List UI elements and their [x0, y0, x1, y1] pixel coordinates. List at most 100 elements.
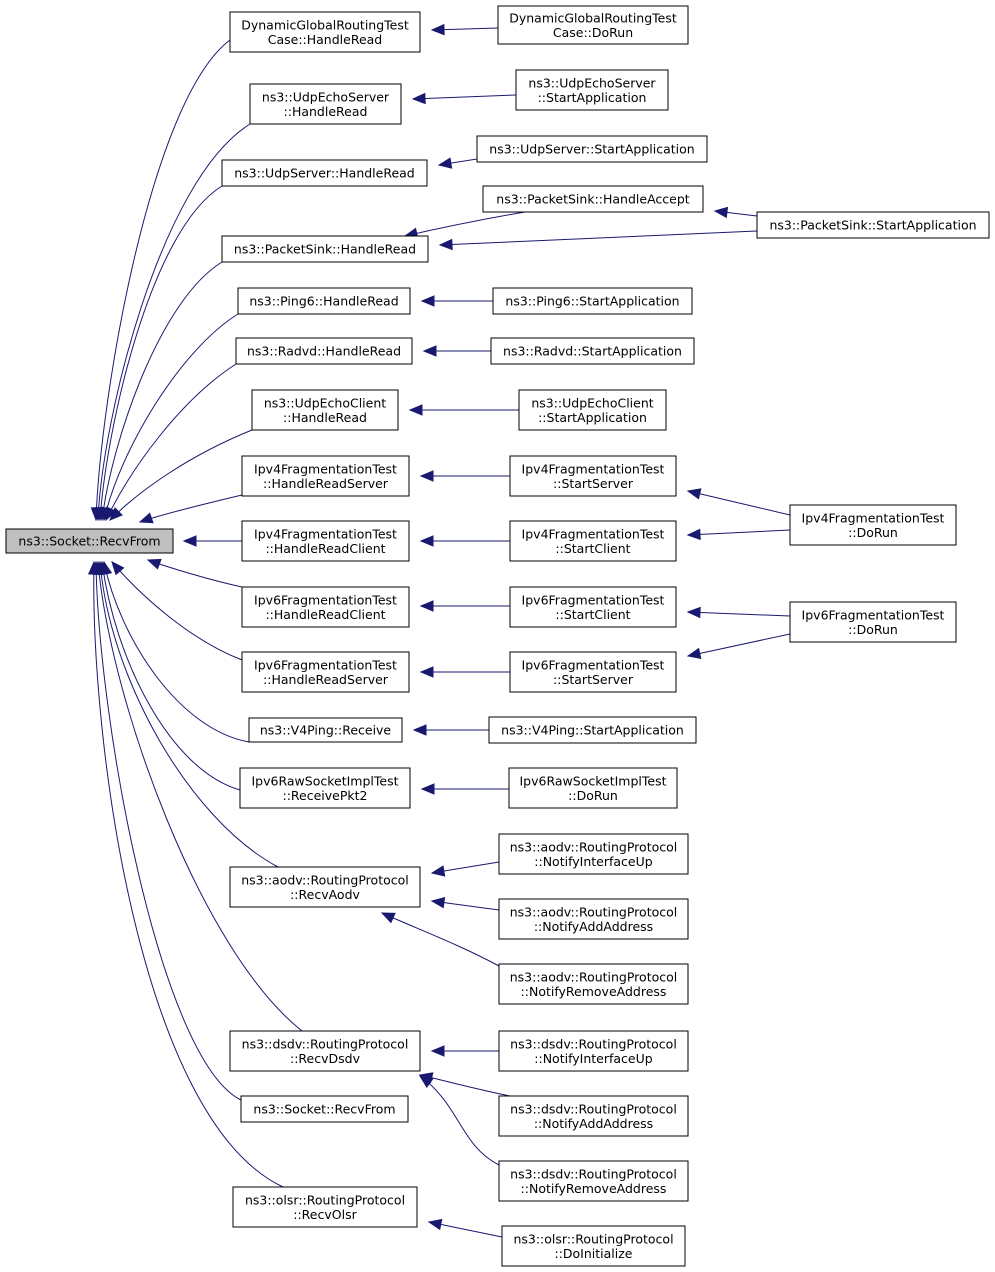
node-label: ns3::dsdv::RoutingProtocol [510, 1036, 677, 1051]
node-v6raw_receivepkt2[interactable]: Ipv6RawSocketImplTest::ReceivePkt2 [239, 767, 411, 809]
node-label: ns3::UdpServer::StartApplication [489, 142, 694, 157]
node-v4ping_start[interactable]: ns3::V4Ping::StartApplication [488, 716, 697, 744]
node-aodv_removeaddr[interactable]: ns3::aodv::RoutingProtocol::NotifyRemove… [498, 963, 689, 1005]
node-ues_start[interactable]: ns3::UdpEchoServer::StartApplication [515, 69, 669, 111]
node-label: ::NotifyAddAddress [534, 919, 653, 934]
node-label: ns3::PacketSink::HandleAccept [496, 192, 689, 207]
node-aodv_addaddr[interactable]: ns3::aodv::RoutingProtocol::NotifyAddAdd… [498, 898, 689, 940]
node-label: ns3::dsdv::RoutingProtocol [510, 1101, 677, 1116]
node-v6f_hrs[interactable]: Ipv6FragmentationTest::HandleReadServer [241, 651, 410, 693]
node-box [221, 235, 429, 263]
node-v6f_dorun[interactable]: Ipv6FragmentationTest::DoRun [789, 601, 957, 643]
node-ps_start[interactable]: ns3::PacketSink::StartApplication [756, 211, 990, 239]
node-box [241, 455, 410, 497]
node-box [240, 1095, 409, 1123]
node-uec_start[interactable]: ns3::UdpEchoClient::StartApplication [518, 389, 667, 431]
node-socket_recvfrom2[interactable]: ns3::Socket::RecvFrom [240, 1095, 409, 1123]
node-box [497, 5, 689, 45]
node-v6raw_dorun[interactable]: Ipv6RawSocketImplTest::DoRun [508, 767, 678, 809]
node-label: ns3::dsdv::RoutingProtocol [510, 1166, 677, 1181]
node-olsr_doinit[interactable]: ns3::olsr::RoutingProtocol::DoInitialize [501, 1225, 686, 1267]
node-box [518, 389, 667, 431]
arrowhead-v6f_startserver-to-v6f_hrs [419, 666, 434, 678]
node-box [789, 601, 957, 643]
node-ps_handleread[interactable]: ns3::PacketSink::HandleRead [221, 235, 429, 263]
node-box [239, 767, 411, 809]
node-dsdv_addaddr[interactable]: ns3::dsdv::RoutingProtocol::NotifyAddAdd… [498, 1095, 689, 1137]
node-dsdv_removeaddr[interactable]: ns3::dsdv::RoutingProtocol::NotifyRemove… [498, 1160, 689, 1202]
node-box [476, 135, 708, 163]
node-root[interactable]: ns3::Socket::RecvFrom [5, 528, 174, 554]
node-label: ::RecvOlsr [293, 1207, 357, 1222]
node-v4f_dorun[interactable]: Ipv4FragmentationTest::DoRun [789, 504, 957, 546]
node-label: ::NotifyRemoveAddress [521, 984, 667, 999]
arrowhead-v6f_hrs-to-root [111, 561, 125, 576]
edge-ues_start-to-ues_handleread [412, 94, 517, 100]
edge-v4f_hrs-to-root [139, 494, 243, 523]
node-radvd_start[interactable]: ns3::Radvd::StartApplication [490, 337, 695, 365]
node-v6f_startserver[interactable]: Ipv6FragmentationTest::StartServer [509, 651, 677, 693]
node-ping6_handleread[interactable]: ns3::Ping6::HandleRead [237, 287, 411, 315]
node-us_handleread[interactable]: ns3::UdpServer::HandleRead [221, 159, 428, 187]
node-label: ns3::Ping6::StartApplication [505, 294, 679, 309]
node-aodv_ifup[interactable]: ns3::aodv::RoutingProtocol::NotifyInterf… [498, 833, 689, 875]
arrowhead-v4f_hrs-to-root [138, 512, 154, 524]
node-label: ns3::Socket::RecvFrom [18, 534, 160, 549]
arrowhead-dgrt_dorun-to-dgrt_handleread [430, 23, 445, 36]
node-label: ::HandleRead [283, 410, 367, 425]
arrowhead-olsr_recvolsr-to-root [87, 560, 100, 575]
node-v6f_startclient[interactable]: Ipv6FragmentationTest::StartClient [509, 586, 677, 628]
edge-v6f_hrs-to-root [111, 561, 243, 661]
node-uec_handleread[interactable]: ns3::UdpEchoClient::HandleRead [251, 389, 399, 431]
node-ues_handleread[interactable]: ns3::UdpEchoServer::HandleRead [249, 83, 402, 125]
arrowhead-v6f_startclient-to-v6f_hrc [419, 600, 434, 612]
node-dsdv_recvdsdv[interactable]: ns3::dsdv::RoutingProtocol::RecvDsdv [229, 1030, 421, 1072]
arrowhead-uec_start-to-uec_handleread [408, 404, 423, 416]
node-box [498, 963, 689, 1005]
node-label: Ipv6FragmentationTest [254, 657, 397, 672]
arrowhead-v4f_hrc-to-root [182, 535, 197, 547]
edge-us_handleread-to-root [99, 185, 223, 521]
node-us_start[interactable]: ns3::UdpServer::StartApplication [476, 135, 708, 163]
node-label: Ipv4FragmentationTest [802, 510, 945, 525]
edge-ps_handleaccept-to-ps_handleread [404, 211, 526, 237]
edge-socket_recvfrom2-to-root [95, 561, 242, 1101]
edges-layer [87, 23, 791, 1238]
edge-ps_handleread-to-root [101, 261, 223, 521]
node-v4f_startserver[interactable]: Ipv4FragmentationTest::StartServer [509, 455, 677, 497]
node-olsr_recvolsr[interactable]: ns3::olsr::RoutingProtocol::RecvOlsr [232, 1186, 418, 1228]
edge-dsdv_addaddr-to-dsdv_recvdsdv [419, 1074, 511, 1097]
node-v6f_hrc[interactable]: Ipv6FragmentationTest::HandleReadClient [241, 586, 410, 628]
node-label: ::DoRun [848, 525, 898, 540]
node-dsdv_ifup[interactable]: ns3::dsdv::RoutingProtocol::NotifyInterf… [498, 1030, 689, 1072]
node-box [249, 83, 402, 125]
node-label: Case::HandleRead [268, 32, 383, 47]
node-label: ::StartServer [553, 476, 634, 491]
node-ps_handleaccept[interactable]: ns3::PacketSink::HandleAccept [482, 185, 704, 213]
node-box [232, 1186, 418, 1228]
node-v4f_hrc[interactable]: Ipv4FragmentationTest::HandleReadClient [241, 520, 410, 562]
node-aodv_recvaodv[interactable]: ns3::aodv::RoutingProtocol::RecvAodv [229, 866, 421, 908]
arrowhead-v4ping_start-to-v4ping_receive [412, 724, 427, 736]
node-box [508, 767, 678, 809]
node-box [509, 586, 677, 628]
node-box [509, 455, 677, 497]
node-box [498, 1030, 689, 1072]
node-v4ping_receive[interactable]: ns3::V4Ping::Receive [248, 717, 403, 743]
node-label: ns3::Radvd::StartApplication [503, 344, 682, 359]
node-label: ns3::Radvd::HandleRead [247, 344, 401, 359]
node-radvd_handleread[interactable]: ns3::Radvd::HandleRead [235, 337, 413, 365]
node-ping6_start[interactable]: ns3::Ping6::StartApplication [492, 287, 693, 315]
edge-v6raw_receivepkt2-to-root [101, 561, 241, 791]
node-label: Ipv6FragmentationTest [522, 657, 665, 672]
node-box [237, 287, 411, 315]
arrowhead-v6f_hrc-to-root [146, 558, 162, 570]
node-label: ns3::aodv::RoutingProtocol [510, 904, 678, 919]
node-box [229, 11, 421, 53]
node-label: ::RecvDsdv [290, 1051, 361, 1066]
node-label: ns3::UdpEchoServer [528, 75, 656, 90]
node-v4f_startclient[interactable]: Ipv4FragmentationTest::StartClient [509, 520, 677, 562]
node-v4f_hrs[interactable]: Ipv4FragmentationTest::HandleReadServer [241, 455, 410, 497]
